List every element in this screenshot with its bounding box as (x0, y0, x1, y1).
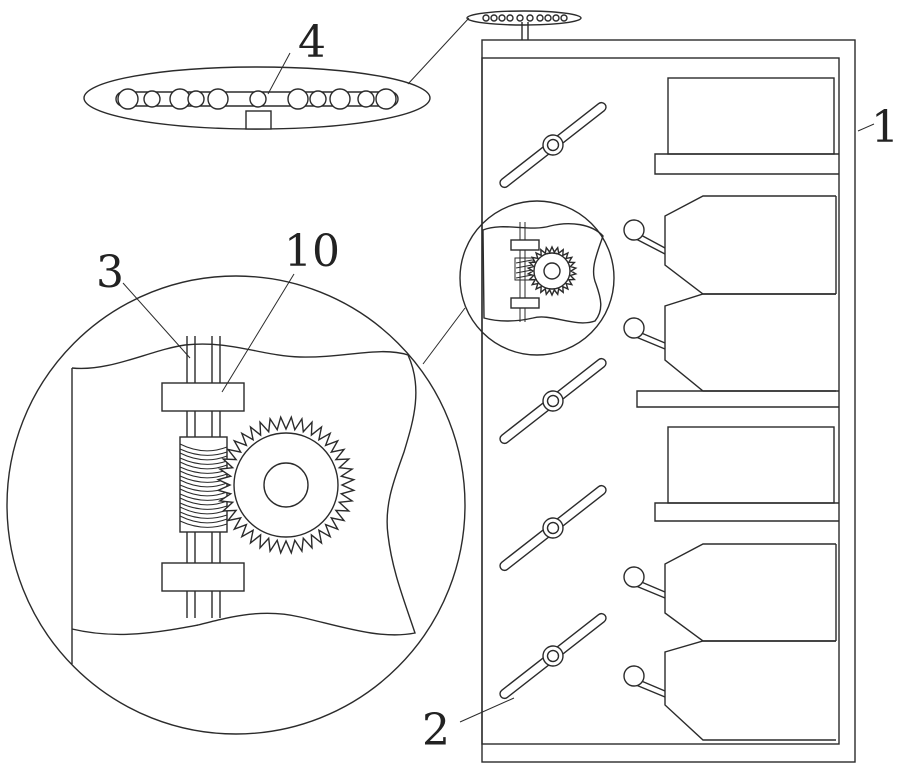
roller-ball-small (537, 15, 543, 21)
leader-line-roller (408, 18, 469, 84)
roller-ball-small (545, 15, 551, 21)
shelf-lower (655, 427, 839, 521)
label-housing: 1 (871, 102, 899, 153)
label-blade: 2 (422, 705, 450, 756)
large-detail-circle (7, 276, 465, 734)
roller-ball (250, 91, 266, 107)
roller-ball (358, 91, 374, 107)
knob-4 (624, 666, 665, 697)
roller-ball-small (499, 15, 505, 21)
leader-line-detail (423, 308, 465, 364)
hopper-3 (665, 544, 836, 641)
roller-ball-small (527, 15, 533, 21)
roller-ball (288, 89, 308, 109)
label-worm-gear: 10 (284, 226, 340, 277)
roller-ball (208, 89, 228, 109)
blade (495, 352, 611, 449)
enlarged-roller-bar (84, 67, 430, 129)
blade (495, 607, 611, 704)
knob-2 (624, 318, 665, 349)
roller-ball-small (561, 15, 567, 21)
label-roller-bar: 4 (298, 17, 326, 68)
label-rack: 3 (96, 247, 124, 298)
shelf-middle (637, 391, 839, 407)
roller-ball-small (507, 15, 513, 21)
roller-ball (188, 91, 204, 107)
roller-ball (310, 91, 326, 107)
small-roller-bar (467, 11, 581, 25)
blades (495, 96, 611, 704)
hopper-1 (665, 196, 836, 294)
roller-ball (376, 89, 396, 109)
roller-ball-small (553, 15, 559, 21)
small-detail-circle (460, 201, 614, 355)
blade (495, 479, 611, 576)
roller-ball (170, 89, 190, 109)
shelf-upper (655, 78, 839, 174)
blade (495, 96, 611, 193)
roller-ball-small (491, 15, 497, 21)
knob-1 (624, 220, 665, 254)
roller-ball-small (517, 15, 523, 21)
hoppers (624, 196, 836, 740)
hopper-2 (665, 294, 836, 391)
roller-ball (144, 91, 160, 107)
roller-ball-small (483, 15, 489, 21)
knob-3 (624, 567, 665, 598)
roller-ball (118, 89, 138, 109)
hopper-4 (665, 641, 836, 740)
roller-ball (330, 89, 350, 109)
